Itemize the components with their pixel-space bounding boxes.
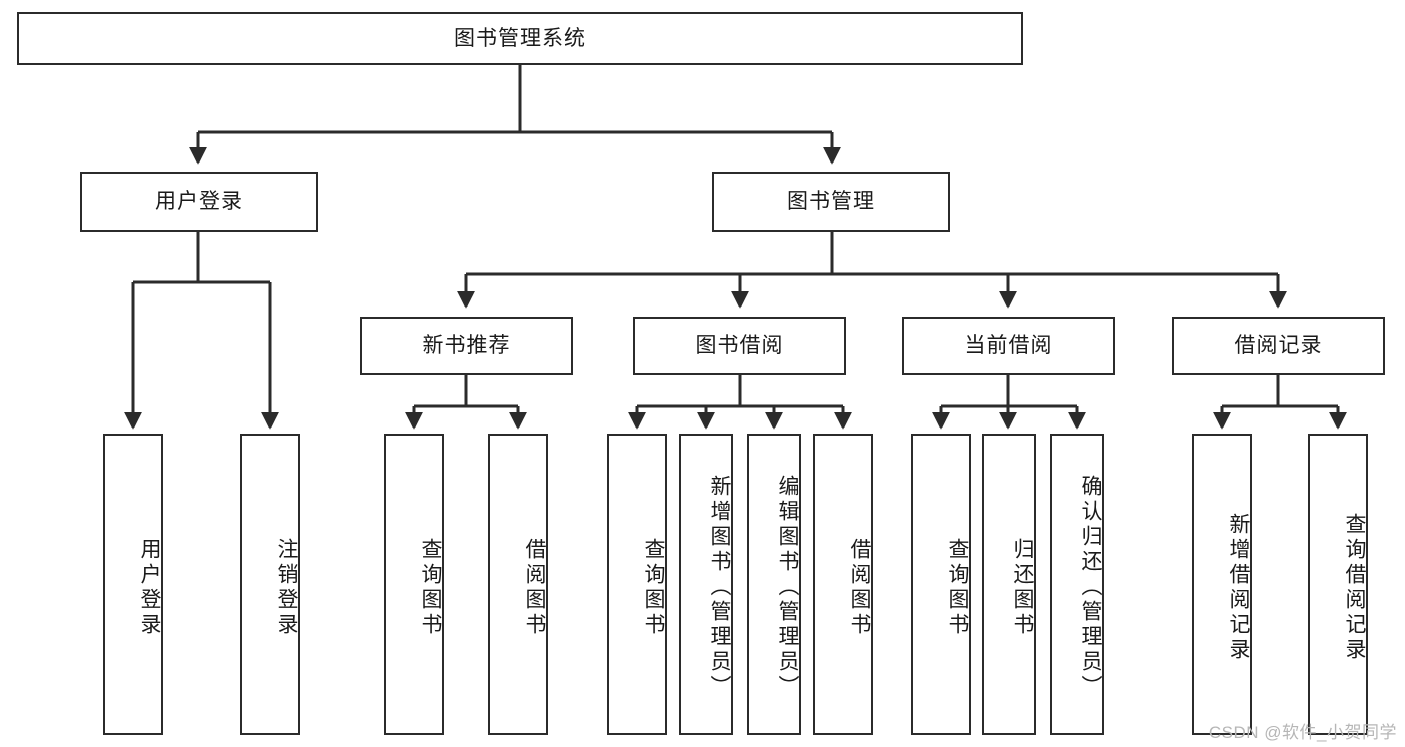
node-label: 用户登录 [155,190,243,214]
leaf-user-login-login[interactable]: 用户登录 [103,434,163,735]
node-label: 图书管理系统 [454,26,586,50]
node-label: 归还图书 [1011,537,1034,638]
node-label: 查询借阅记录 [1343,512,1366,663]
leaf-book-borrow-edit-book-admin[interactable]: 编辑图书（管理员） [747,434,801,735]
node-book-management[interactable]: 图书管理 [712,172,950,232]
node-user-login[interactable]: 用户登录 [80,172,318,232]
node-label: 图书管理 [787,190,875,214]
node-label: 查询图书 [419,537,442,638]
leaf-book-borrow-add-book-admin[interactable]: 新增图书（管理员） [679,434,733,735]
leaf-user-login-logout[interactable]: 注销登录 [240,434,300,735]
node-label: 借阅图书 [848,537,871,638]
node-label: 图书借阅 [695,334,784,358]
node-label: 注销登录 [275,537,298,638]
leaf-borrow-record-add-record[interactable]: 新增借阅记录 [1192,434,1252,735]
node-label: 借阅图书 [523,537,546,638]
leaf-book-borrow-query-book[interactable]: 查询图书 [607,434,667,735]
leaf-new-book-borrow-book[interactable]: 借阅图书 [488,434,548,735]
csdn-watermark: CSDN @软件_小贺同学 [1208,723,1397,742]
node-label: 编辑图书（管理员） [776,475,799,700]
leaf-current-borrow-return-book[interactable]: 归还图书 [982,434,1036,735]
node-label: 查询图书 [642,537,665,638]
leaf-borrow-record-query-record[interactable]: 查询借阅记录 [1308,434,1368,735]
node-borrow-record[interactable]: 借阅记录 [1172,317,1385,375]
node-label: 借阅记录 [1234,334,1323,358]
leaf-current-borrow-confirm-return-admin[interactable]: 确认归还（管理员） [1050,434,1104,735]
node-label: 查询图书 [946,537,969,638]
leaf-book-borrow-borrow-book[interactable]: 借阅图书 [813,434,873,735]
node-root-book-management-system[interactable]: 图书管理系统 [17,12,1023,65]
leaf-new-book-query-book[interactable]: 查询图书 [384,434,444,735]
node-current-borrow[interactable]: 当前借阅 [902,317,1115,375]
node-label: 新增图书（管理员） [708,475,731,700]
node-label: 当前借阅 [964,334,1053,358]
leaf-current-borrow-query-book[interactable]: 查询图书 [911,434,971,735]
node-label: 用户登录 [138,537,161,638]
node-new-book-recommend[interactable]: 新书推荐 [360,317,573,375]
node-book-borrow[interactable]: 图书借阅 [633,317,846,375]
node-label: 新增借阅记录 [1227,512,1250,663]
node-label: 确认归还（管理员） [1079,475,1102,700]
node-label: 新书推荐 [422,334,511,358]
